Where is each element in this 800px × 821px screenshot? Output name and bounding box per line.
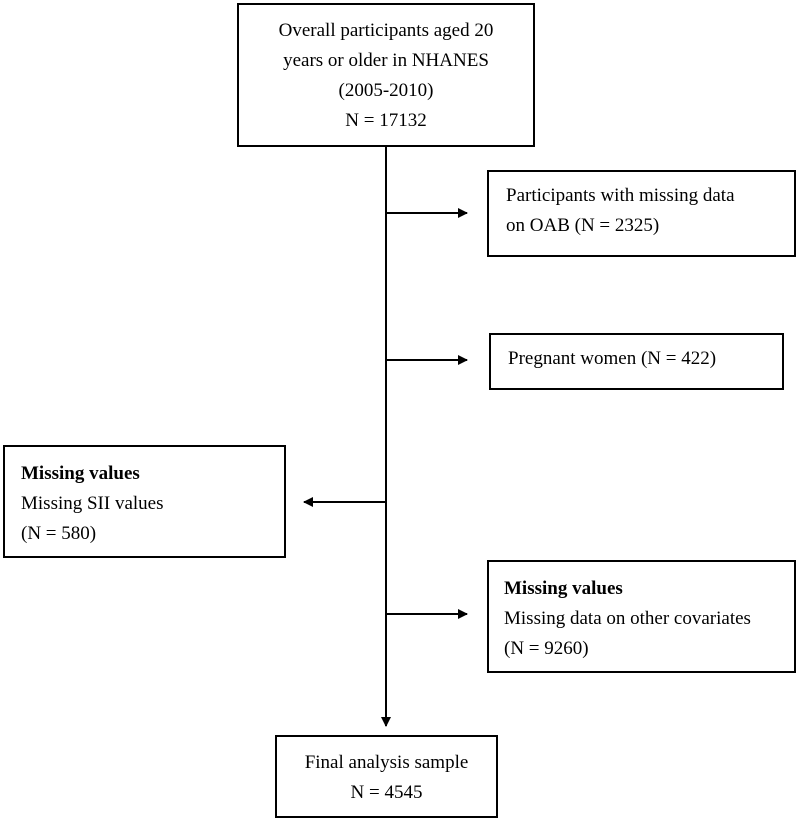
missing-sii-box: Missing values Missing SII values (N = 5…: [3, 445, 286, 558]
missing-sii-line-1: Missing SII values: [21, 493, 164, 514]
final-sample-box: Final analysis sample N = 4545: [275, 735, 498, 818]
missing-sii-title: Missing values: [21, 463, 140, 484]
missing-covariates-line-2: (N = 9260): [504, 638, 589, 659]
final-line-1: Final analysis sample: [304, 752, 469, 773]
missing-sii-line-2: (N = 580): [21, 523, 97, 544]
missing-oab-line-1: Participants with missing data: [506, 185, 735, 206]
missing-oab-box: Participants with missing data on OAB (N…: [487, 170, 796, 257]
overall-line-4: N = 17132: [345, 110, 427, 131]
missing-covariates-box: Missing values Missing data on other cov…: [487, 560, 796, 673]
overall-line-1: Overall participants aged 20: [278, 20, 494, 41]
missing-covariates-title: Missing values: [504, 578, 623, 599]
missing-covariates-line-1: Missing data on other covariates: [504, 608, 751, 629]
overall-participants-box: Overall participants aged 20 years or ol…: [237, 3, 535, 147]
pregnant-line-1: Pregnant women (N = 422): [508, 348, 717, 369]
overall-line-2: years or older in NHANES: [283, 50, 489, 71]
overall-line-3: (2005-2010): [338, 80, 434, 101]
final-line-2: N = 4545: [350, 782, 423, 803]
pregnant-women-box: Pregnant women (N = 422): [489, 333, 784, 390]
missing-oab-line-2: on OAB (N = 2325): [506, 215, 660, 236]
